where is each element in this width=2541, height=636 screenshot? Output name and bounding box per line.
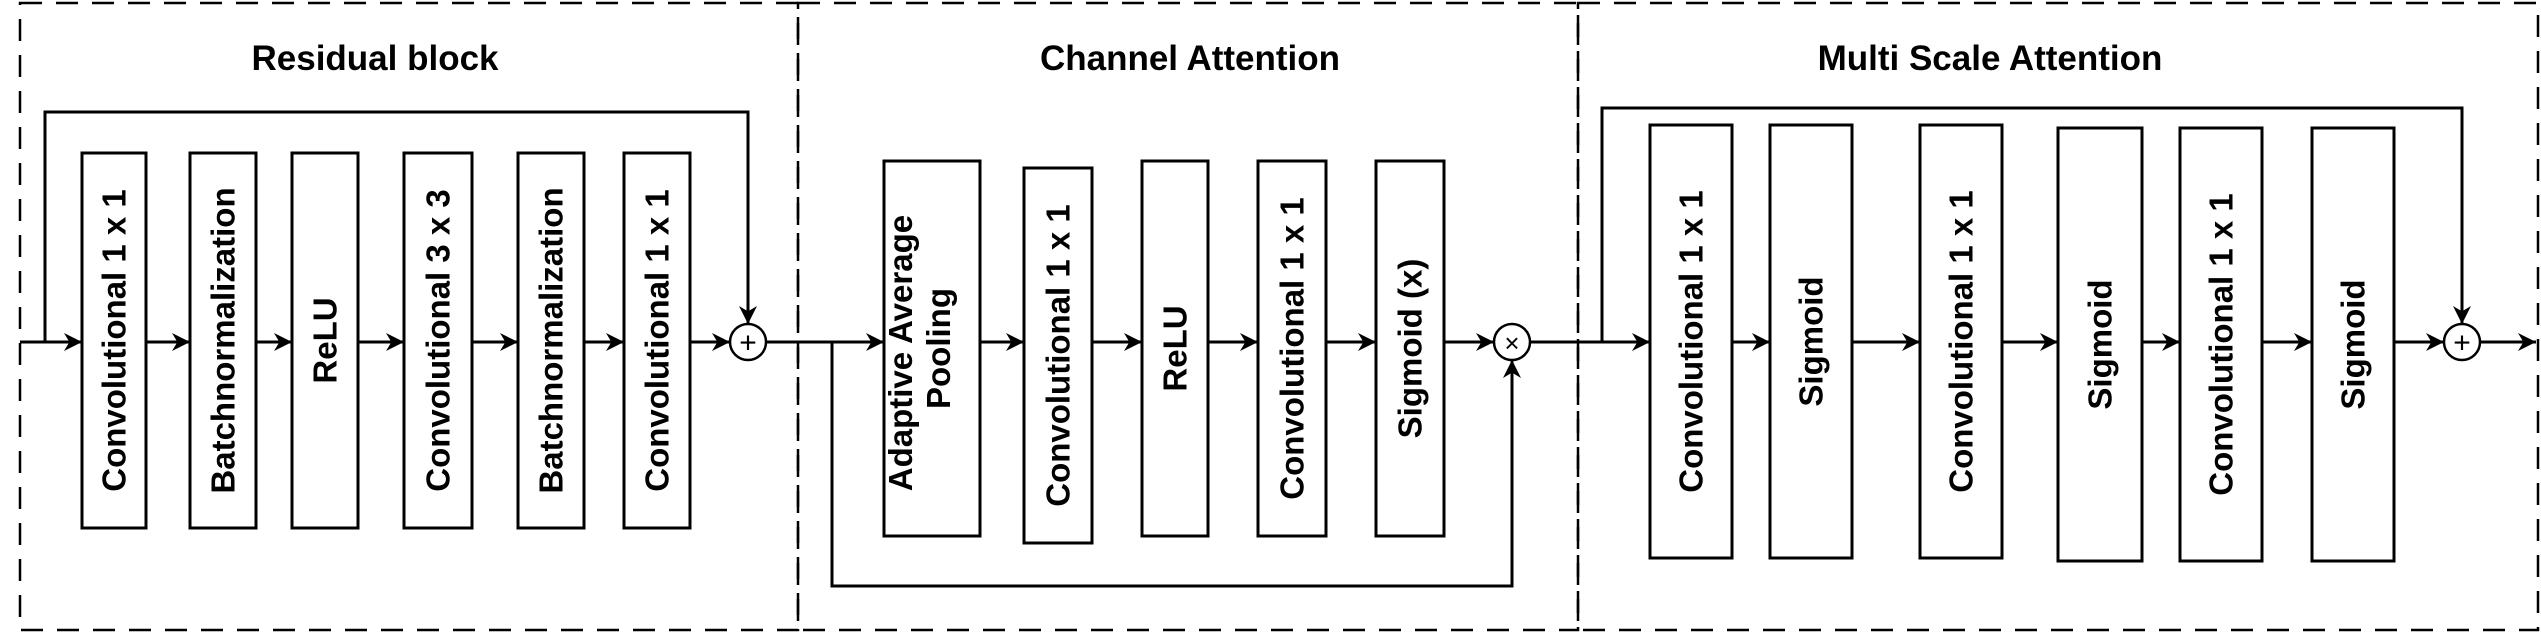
residual-block-layer-1: Convolutional 1 x 1 (80, 151, 148, 530)
svg-text:ReLU: ReLU (1157, 305, 1194, 391)
section-title-residual-block: Residual block (251, 39, 499, 78)
channel-attention-layer-2: Convolutional 1 x 1 (1022, 166, 1094, 545)
svg-text:Sigmoid: Sigmoid (1793, 276, 1830, 406)
residual-block-layer-3: ReLU (290, 151, 360, 530)
svg-text:Convolutional 1 x 1: Convolutional 1 x 1 (2203, 193, 2240, 496)
svg-text:Sigmoid (x): Sigmoid (x) (1392, 259, 1429, 439)
svg-text:Sigmoid: Sigmoid (2335, 279, 2372, 409)
channel-attention-layer-5: Sigmoid (x) (1374, 159, 1446, 538)
svg-text:Sigmoid: Sigmoid (2082, 279, 2119, 409)
svg-text:Convolutional 1 x 1: Convolutional 1 x 1 (1040, 204, 1077, 507)
channel-attention-layer-4: Convolutional 1 x 1 (1256, 159, 1328, 538)
multiply-symbol: × (1504, 328, 1519, 358)
svg-text:Convolutional 1 x 1: Convolutional 1 x 1 (639, 189, 676, 492)
add-symbol: + (739, 327, 757, 360)
channel-attention-layer-3: ReLU (1140, 159, 1210, 538)
multi-scale-attention-frame (1576, 1, 2540, 632)
multi-scale-layer-4: Sigmoid (2056, 126, 2144, 563)
residual-block-layer-2: Batchnormalization (188, 151, 258, 530)
svg-text:Batchnormalization: Batchnormalization (533, 187, 570, 493)
channel-attention-layer-1: Adaptive Average Pooling (882, 159, 982, 538)
residual-block-layer-5: Batchnormalization (516, 151, 586, 530)
multi-scale-attention-connections (1600, 106, 2536, 351)
section-title-multi-scale-attention: Multi Scale Attention (1818, 39, 2163, 78)
svg-text:Batchnormalization: Batchnormalization (205, 187, 242, 493)
multi-scale-layer-2: Sigmoid (1768, 123, 1854, 560)
channel-attention-connections (830, 333, 1650, 588)
add-symbol: + (2453, 327, 2471, 360)
residual-block-connections (20, 110, 884, 351)
residual-block-layer-4: Convolutional 3 x 3 (402, 151, 474, 530)
multi-scale-layer-6: Sigmoid (2310, 126, 2396, 563)
multi-scale-layer-3: Convolutional 1 x 1 (1918, 123, 2004, 560)
section-title-channel-attention: Channel Attention (1040, 39, 1340, 78)
svg-text:Convolutional 3 x 3: Convolutional 3 x 3 (420, 189, 457, 492)
svg-text:ReLU: ReLU (307, 297, 344, 383)
residual-block-layer-6: Convolutional 1 x 1 (622, 151, 692, 530)
svg-text:Convolutional 1 x 1: Convolutional 1 x 1 (1274, 197, 1311, 500)
multi-scale-layer-1: Convolutional 1 x 1 (1648, 123, 1734, 560)
multi-scale-add-node: + (2442, 322, 2482, 362)
svg-text:Convolutional 1 x 1: Convolutional 1 x 1 (1673, 190, 1710, 493)
svg-text:Convolutional 1 x 1: Convolutional 1 x 1 (1943, 190, 1980, 493)
svg-text:Convolutional 1 x 1: Convolutional 1 x 1 (96, 189, 133, 492)
multi-scale-layer-5: Convolutional 1 x 1 (2178, 126, 2264, 563)
svg-text:Adaptive Average Pooling: Adaptive Average Pooling (882, 206, 957, 492)
residual-add-node: + (728, 322, 768, 362)
channel-multiply-node: × (1492, 322, 1532, 362)
